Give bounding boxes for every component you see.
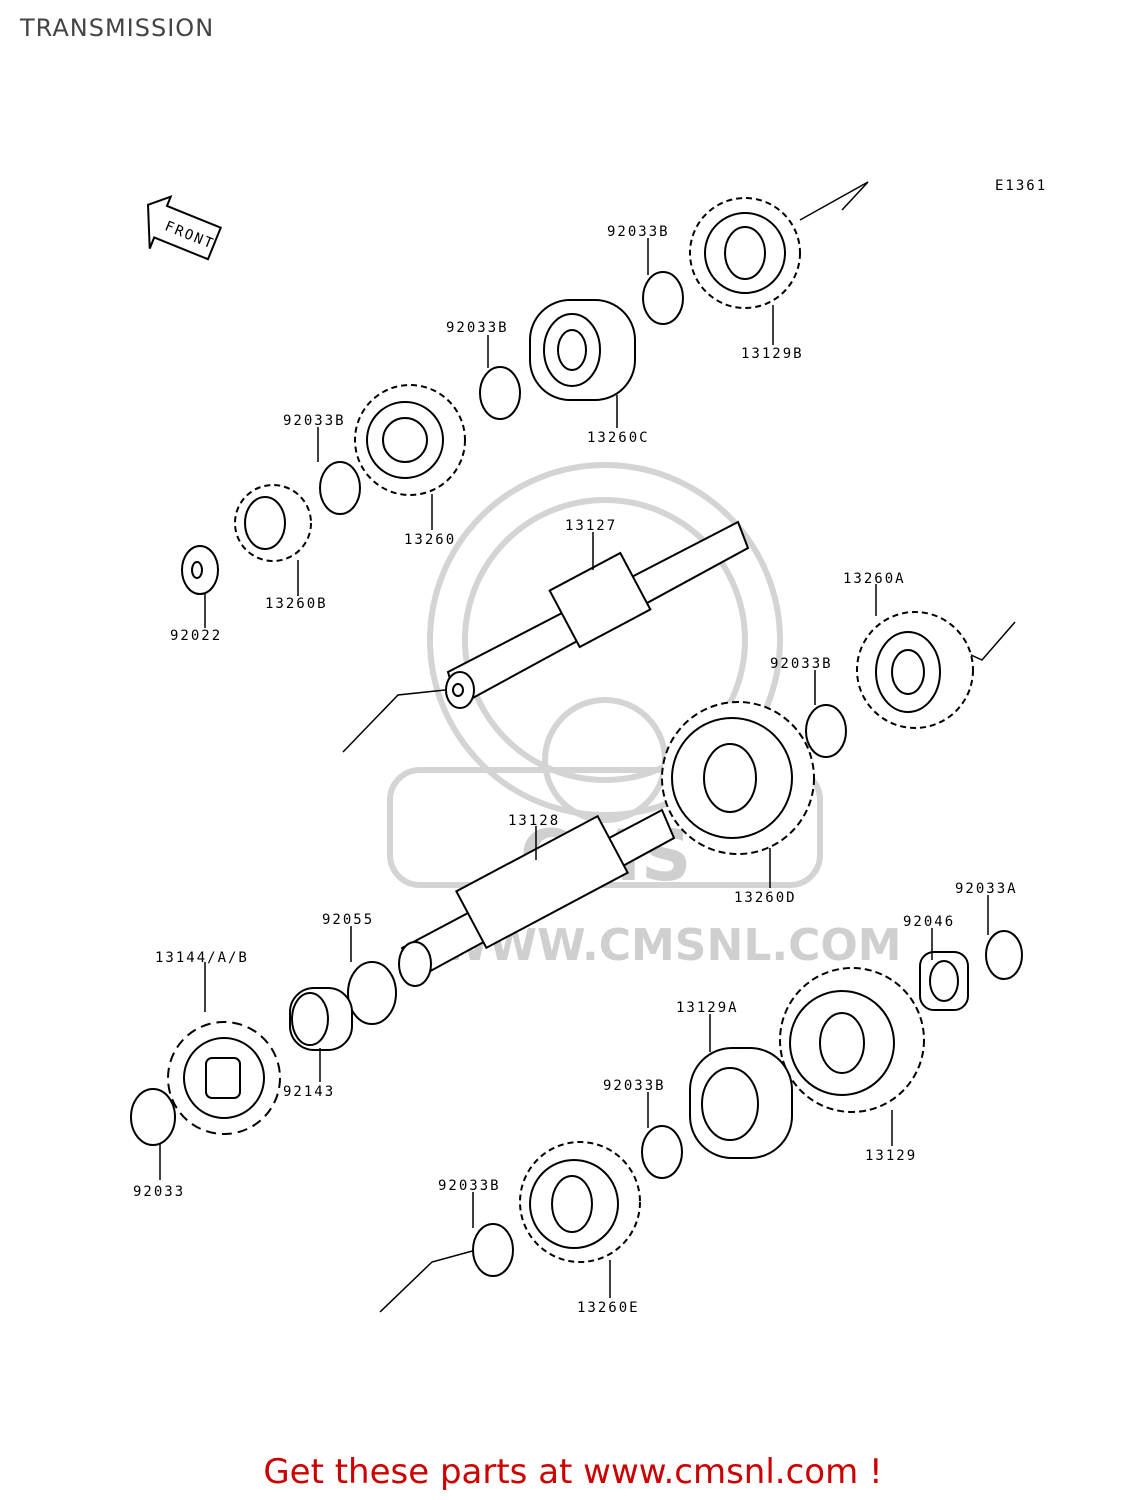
label-92022[interactable]: 92022 <box>170 628 222 644</box>
label-13260C[interactable]: 13260C <box>587 430 650 446</box>
page-title: TRANSMISSION <box>20 14 215 42</box>
gear-13260A[interactable] <box>856 611 974 729</box>
gear-13260B[interactable] <box>234 484 312 562</box>
gear-13260C[interactable] <box>529 299 636 401</box>
footer-link[interactable]: Get these parts at www.cmsnl.com ! <box>263 1452 883 1492</box>
gear-13260D[interactable] <box>661 701 815 855</box>
label-92033B-2[interactable]: 92033B <box>446 320 509 336</box>
washer-92022[interactable] <box>181 545 219 595</box>
circlip-92033[interactable] <box>130 1088 176 1146</box>
label-92033[interactable]: 92033 <box>133 1184 185 1200</box>
label-92033A[interactable]: 92033A <box>955 881 1018 897</box>
label-13144[interactable]: 13144/A/B <box>155 950 249 966</box>
label-13260A[interactable]: 13260A <box>843 571 906 587</box>
oring-92055[interactable] <box>347 961 397 1025</box>
label-92143[interactable]: 92143 <box>283 1084 335 1100</box>
diagram-code: E1361 <box>995 178 1047 194</box>
shaft-13127[interactable] <box>445 520 750 709</box>
label-92033B-1[interactable]: 92033B <box>607 224 670 240</box>
circlip-92033A[interactable] <box>985 930 1023 980</box>
circlip-92033B-5[interactable] <box>641 1125 683 1179</box>
label-13260B[interactable]: 13260B <box>265 596 328 612</box>
label-92055[interactable]: 92055 <box>322 912 374 928</box>
bearing-92046[interactable] <box>919 951 969 1011</box>
collar-92143[interactable] <box>289 987 353 1051</box>
circlip-92033B-1[interactable] <box>642 271 684 325</box>
gear-13129[interactable] <box>779 967 925 1113</box>
label-13128[interactable]: 13128 <box>508 813 560 829</box>
label-13127[interactable]: 13127 <box>565 518 617 534</box>
label-13260[interactable]: 13260 <box>404 532 456 548</box>
label-13129B[interactable]: 13129B <box>741 346 804 362</box>
circlip-92033B-6[interactable] <box>472 1223 514 1277</box>
circlip-92033B-4[interactable] <box>805 704 847 758</box>
gear-13129B[interactable] <box>689 197 801 309</box>
label-13260D[interactable]: 13260D <box>734 890 797 906</box>
gear-13260[interactable] <box>354 384 466 496</box>
label-92046[interactable]: 92046 <box>903 914 955 930</box>
sprocket-13144[interactable] <box>167 1021 281 1135</box>
label-13129[interactable]: 13129 <box>865 1148 917 1164</box>
label-92033B-5[interactable]: 92033B <box>603 1078 666 1094</box>
shaft-13128[interactable] <box>398 808 676 987</box>
label-13129A[interactable]: 13129A <box>676 1000 739 1016</box>
circlip-92033B-3[interactable] <box>319 461 361 515</box>
label-92033B-6[interactable]: 92033B <box>438 1178 501 1194</box>
label-92033B-3[interactable]: 92033B <box>283 413 346 429</box>
label-92033B-4[interactable]: 92033B <box>770 656 833 672</box>
circlip-92033B-2[interactable] <box>479 366 521 420</box>
label-13260E[interactable]: 13260E <box>577 1300 640 1316</box>
gear-13129A[interactable] <box>689 1047 793 1159</box>
front-arrow-icon: FRONT <box>146 195 223 261</box>
gear-13260E[interactable] <box>519 1141 641 1263</box>
